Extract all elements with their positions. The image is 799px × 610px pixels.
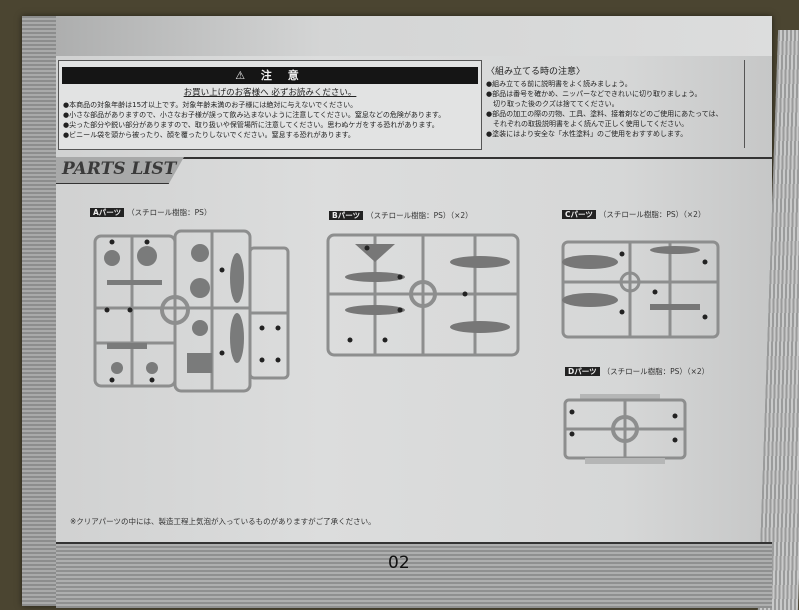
warning-item: 尖った部分や鋭い部分がありますので、取り扱いや保管場所に注意してください。思わぬ… (63, 120, 477, 130)
note-item: 切り取った後のクズは捨ててください。 (493, 100, 619, 108)
sprue-d-diagram (563, 394, 687, 464)
part-label-d: Dパーツ（スチロール樹脂：PS）（×2） (565, 366, 709, 377)
part-label-c: Cパーツ（スチロール樹脂：PS）（×2） (562, 209, 705, 220)
assembly-notes: 〈組み立てる時の注意〉 組み立てる前に説明書をよく読みましょう。 部品は番号を確… (482, 60, 745, 148)
warning-subtitle: お買い上げのお客様へ 必ずお読みください。 (183, 88, 357, 98)
note-item: 部品の加工の際の刃物、工具、塗料、接着剤などのご使用にあたっては、 (486, 109, 740, 119)
note-item: 部品は番号を確かめ、ニッパーなどできれいに切り取りましょう。 (486, 89, 740, 99)
top-band (22, 16, 772, 56)
sprue-b-diagram (326, 233, 520, 357)
parts-list-title: PARTS LIST (62, 159, 177, 179)
part-desc: （スチロール樹脂：PS）（×2） (598, 210, 706, 219)
part-desc: （スチロール樹脂：PS）（×2） (602, 367, 710, 376)
warning-title: ⚠ 注 意 (62, 67, 478, 84)
sprue-c-diagram (561, 240, 720, 339)
part-desc: （スチロール樹脂：PS） (127, 208, 212, 217)
part-tag: Aパーツ (90, 208, 125, 217)
part-tag: Dパーツ (565, 367, 600, 376)
sprue-a-diagram (93, 229, 290, 393)
page-number: 02 (388, 553, 410, 573)
warning-box: ⚠ 注 意 お買い上げのお客様へ 必ずお読みください。 本商品の対象年齢は15才… (58, 60, 482, 150)
assembly-notes-title: 〈組み立てる時の注意〉 (486, 67, 586, 77)
part-label-a: Aパーツ（スチロール樹脂：PS） (90, 207, 211, 218)
warning-item: 小さな部品がありますので、小さなお子様が誤って飲み込まないように注意してください… (63, 110, 477, 120)
parts-list-header: PARTS LIST (56, 157, 184, 184)
part-desc: （スチロール樹脂：PS）（×2） (366, 211, 473, 220)
bottom-band (56, 542, 772, 608)
divider (56, 157, 772, 159)
part-tag: Bパーツ (329, 211, 364, 220)
warning-item: 本商品の対象年齢は15才以上です。対象年齢未満のお子様には絶対に与えないでくださ… (63, 100, 477, 110)
warning-item: ビニール袋を頭から被ったり、顔を覆ったりしないでください。窒息する恐れがあります… (63, 130, 477, 140)
part-tag: Cパーツ (562, 210, 596, 219)
left-band (22, 16, 56, 606)
note-item: それぞれの取扱説明書をよく読んで正しく使用してください。 (493, 120, 689, 128)
footnote: ※クリアパーツの中には、製造工程上気泡が入っているものがありますがご了承ください… (70, 517, 376, 526)
part-label-b: Bパーツ（スチロール樹脂：PS）（×2） (329, 210, 473, 221)
note-item: 組み立てる前に説明書をよく読みましょう。 (486, 79, 740, 89)
note-item: 塗装にはより安全な「水性塗料」のご使用をおすすめします。 (486, 129, 740, 139)
